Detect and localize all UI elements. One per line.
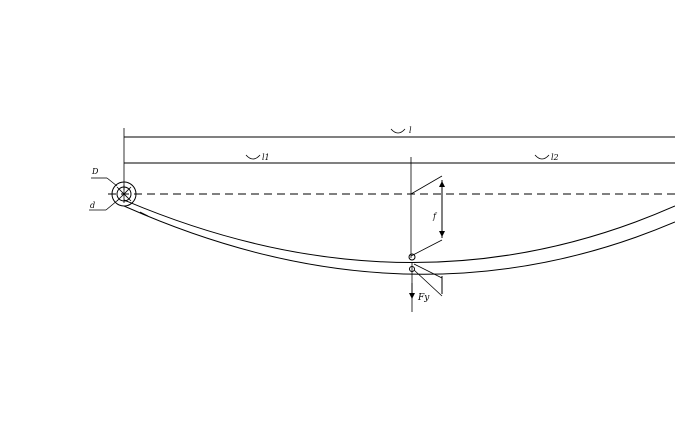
eye-diameter-leaders: D d bbox=[89, 167, 119, 211]
spring-leaves bbox=[123, 199, 675, 275]
dimension-right-label: l2 bbox=[551, 153, 559, 162]
force-label: Fy bbox=[417, 293, 430, 303]
deflection-label: f bbox=[432, 212, 438, 221]
eye-outer-label: D bbox=[91, 167, 99, 176]
deflection-dimension: f bbox=[410, 175, 445, 297]
spring-eye bbox=[111, 181, 137, 207]
center-load-point: Fy bbox=[408, 253, 430, 312]
eye-inner-label: d bbox=[90, 201, 95, 210]
dimension-total-label: l bbox=[409, 126, 412, 135]
dimension-left-label: l1 bbox=[262, 153, 270, 162]
dimension-total-length: l bbox=[123, 126, 675, 190]
dimension-partial-lengths: l1 l2 bbox=[124, 153, 675, 258]
